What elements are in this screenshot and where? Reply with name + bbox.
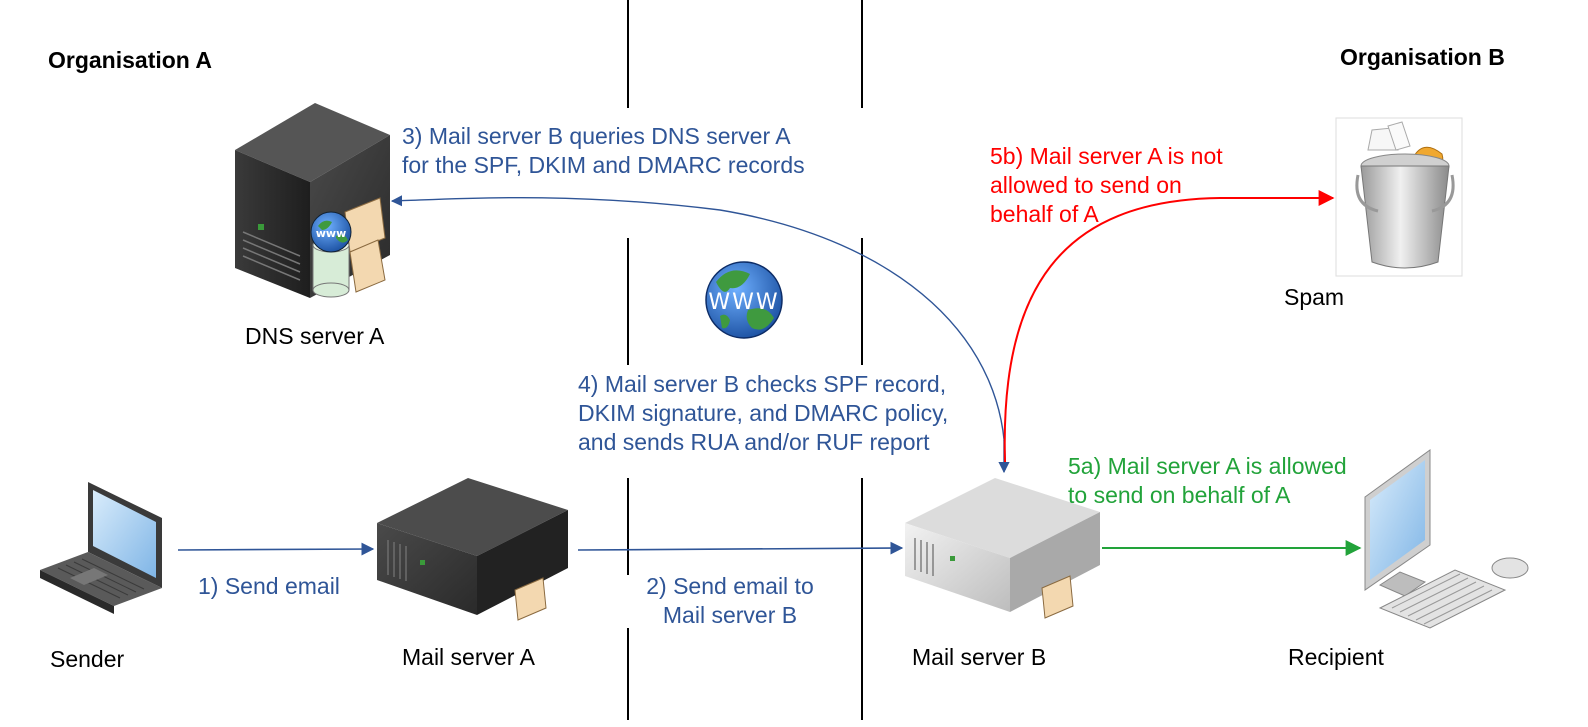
dns-server-icon: www: [235, 103, 390, 298]
desktop-computer-icon: [1364, 449, 1529, 629]
mail-server-a-icon: [377, 478, 568, 621]
organisation-b-label: Organisation B: [1340, 44, 1505, 70]
step2-line1: 2) Send email to: [646, 573, 814, 599]
mail-server-b-label: Mail server B: [912, 644, 1047, 670]
sender-label: Sender: [50, 646, 125, 672]
svg-text:WWW: WWW: [708, 290, 779, 315]
step4-line1: 4) Mail server B checks SPF record,: [578, 371, 947, 397]
step5b-line3: behalf of A: [990, 201, 1099, 227]
arrow-step3: [390, 195, 1006, 471]
svg-text:www: www: [316, 227, 347, 240]
step5a-line2: to send on behalf of A: [1068, 482, 1291, 508]
step1-label: 1) Send email: [198, 573, 340, 599]
step4-label: 4) Mail server B checks SPF record, DKIM…: [578, 370, 948, 457]
step5a-label: 5a) Mail server A is allowed to send on …: [1068, 452, 1347, 510]
arrow-step2: [577, 541, 904, 555]
step4-line3: and sends RUA and/or RUF report: [578, 429, 930, 455]
step3-label: 3) Mail server B queries DNS server A fo…: [402, 122, 805, 180]
laptop-icon: [40, 482, 162, 614]
dns-server-label: DNS server A: [245, 323, 385, 349]
organisation-a-label: Organisation A: [48, 47, 212, 73]
trash-bucket-icon: [1335, 117, 1463, 277]
step5b-line2: allowed to send on: [990, 172, 1182, 198]
step3-line1: 3) Mail server B queries DNS server A: [402, 123, 791, 149]
step3-line2: for the SPF, DKIM and DMARC records: [402, 152, 805, 178]
mail-server-a-label: Mail server A: [402, 644, 535, 670]
step5a-line1: 5a) Mail server A is allowed: [1068, 453, 1347, 479]
step2-label: 2) Send email to Mail server B: [630, 572, 830, 630]
mail-server-b-icon: [905, 478, 1100, 619]
step2-line2: Mail server B: [662, 602, 798, 628]
arrow-step5b: [1003, 190, 1335, 463]
recipient-label: Recipient: [1288, 644, 1384, 670]
arrow-step1: [177, 542, 375, 556]
step5b-line1: 5b) Mail server A is not: [990, 143, 1223, 169]
step5b-label: 5b) Mail server A is not allowed to send…: [990, 142, 1223, 229]
step4-line2: DKIM signature, and DMARC policy,: [578, 400, 949, 426]
spam-label: Spam: [1284, 284, 1345, 310]
www-globe-icon: WWW: [705, 261, 783, 339]
